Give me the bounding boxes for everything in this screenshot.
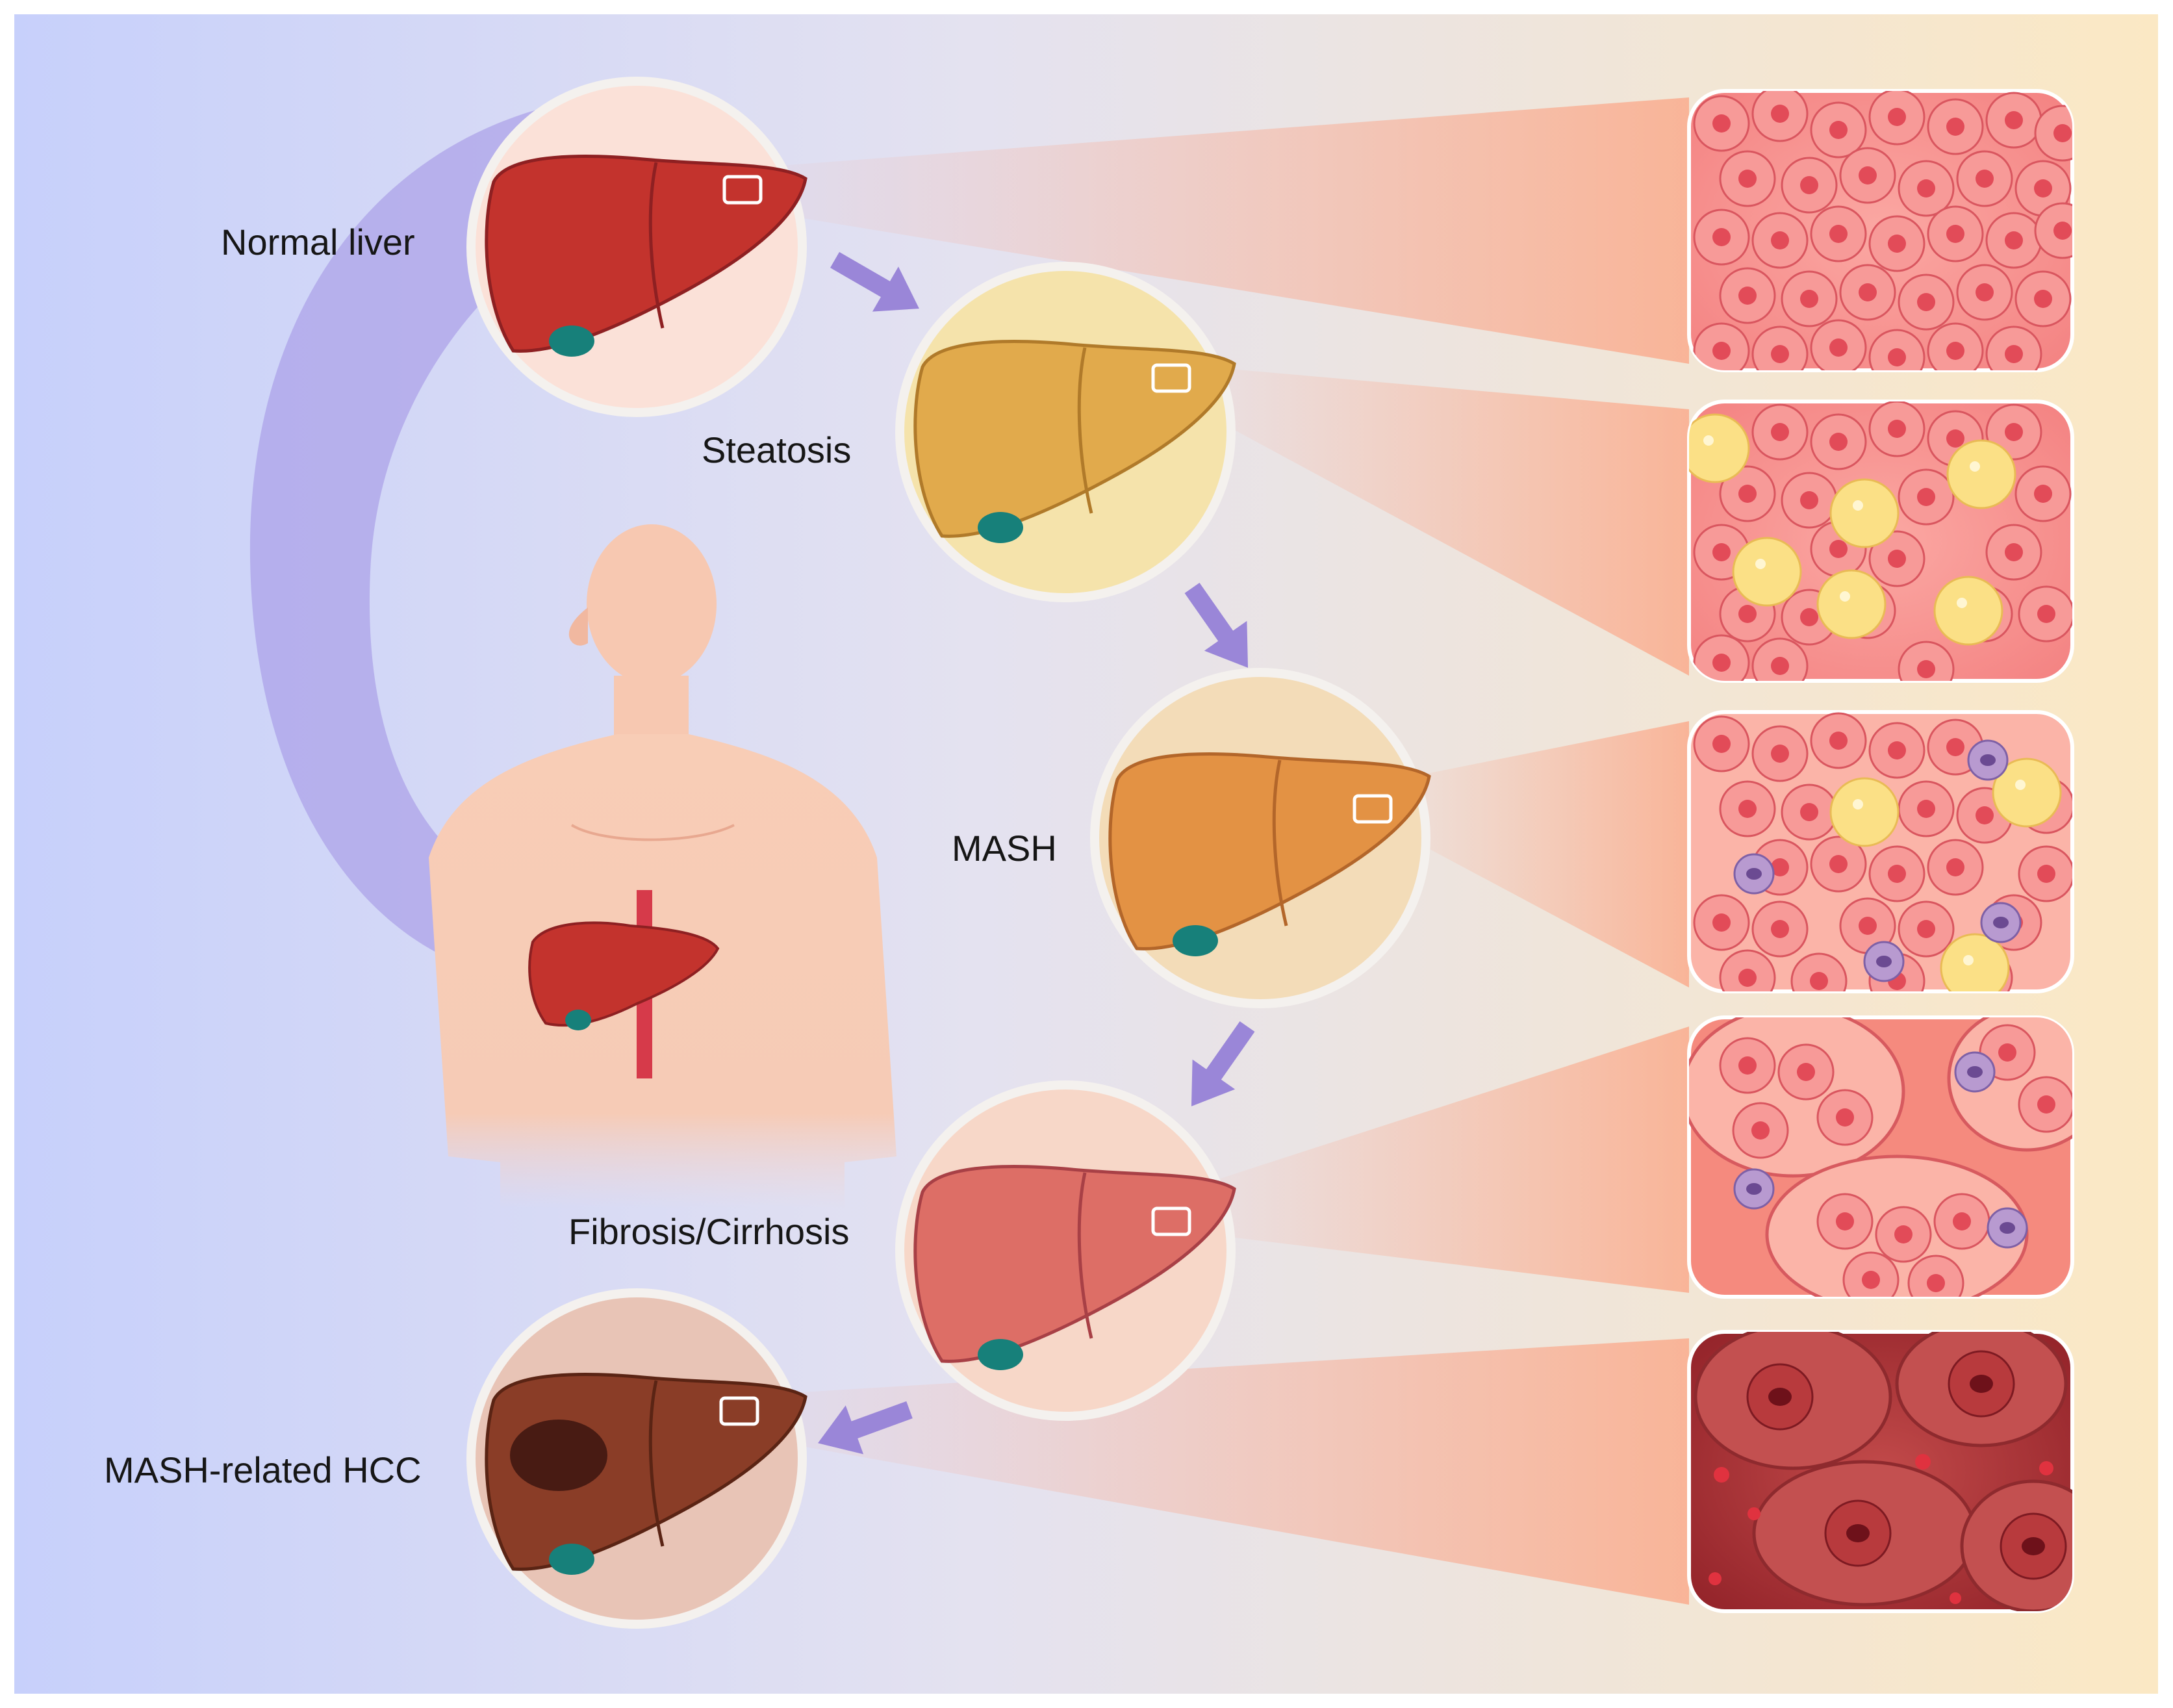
- hcc-liver-circle: [466, 1288, 807, 1629]
- tile-normal-cells: [1687, 89, 2074, 372]
- fibrosis-liver-circle: [895, 1080, 1236, 1421]
- human-figure: [429, 524, 896, 1208]
- mash-liver-circle: [1090, 668, 1431, 1008]
- tile-fibrosis-cells: [1687, 1015, 2074, 1299]
- tile-hcc-cells: [1687, 1330, 2074, 1613]
- normal-liver-circle: [466, 77, 807, 417]
- tile-steatosis-cells: [1687, 400, 2074, 683]
- label-normal-liver: Normal liver: [221, 222, 415, 262]
- label-mash: MASH: [952, 828, 1057, 869]
- label-fibrosis-cirrhosis: Fibrosis/Cirrhosis: [568, 1211, 850, 1252]
- steatosis-liver-circle: [895, 262, 1236, 602]
- tile-mash-cells: [1687, 710, 2074, 993]
- label-mash-related-hcc: MASH-related HCC: [104, 1449, 422, 1490]
- label-steatosis: Steatosis: [702, 429, 852, 470]
